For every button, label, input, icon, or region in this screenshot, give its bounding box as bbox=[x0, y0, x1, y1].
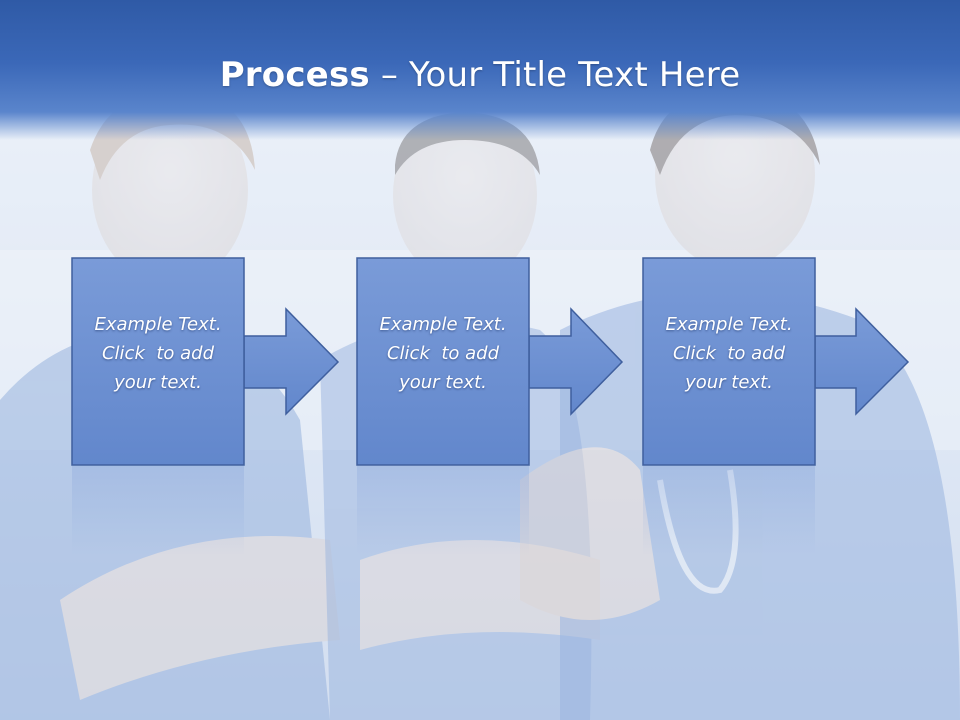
title-bold: Process bbox=[219, 55, 370, 95]
step-1-line1: Example Text. bbox=[94, 314, 222, 335]
title-band bbox=[0, 0, 960, 140]
step-3-line2: Click to add bbox=[672, 343, 785, 364]
step-3-arrow[interactable] bbox=[814, 307, 910, 416]
title-rest: – Your Title Text Here bbox=[369, 55, 741, 95]
step-1-line3: your text. bbox=[114, 372, 202, 393]
step-3-text[interactable]: Example Text. Click to add your text. bbox=[643, 310, 815, 397]
step-1-line2: Click to add bbox=[101, 343, 214, 364]
step-2-line2: Click to add bbox=[386, 343, 499, 364]
step-2-line3: your text. bbox=[399, 372, 487, 393]
step-3-box[interactable] bbox=[642, 257, 816, 466]
step-1-text[interactable]: Example Text. Click to add your text. bbox=[72, 310, 244, 397]
step-2-arrow[interactable] bbox=[528, 307, 624, 416]
reflections bbox=[72, 466, 815, 556]
step-1-box[interactable] bbox=[71, 257, 245, 466]
step-2-text[interactable]: Example Text. Click to add your text. bbox=[357, 310, 529, 397]
step-2-line1: Example Text. bbox=[379, 314, 507, 335]
step-3[interactable] bbox=[642, 257, 910, 466]
step-2-box[interactable] bbox=[356, 257, 530, 466]
step-2[interactable] bbox=[356, 257, 624, 466]
step-3-line1: Example Text. bbox=[665, 314, 793, 335]
step-1[interactable] bbox=[71, 257, 340, 466]
slide-title[interactable]: Process – Your Title Text Here bbox=[0, 52, 960, 98]
step-3-line3: your text. bbox=[685, 372, 773, 393]
step-1-arrow[interactable] bbox=[243, 307, 340, 416]
